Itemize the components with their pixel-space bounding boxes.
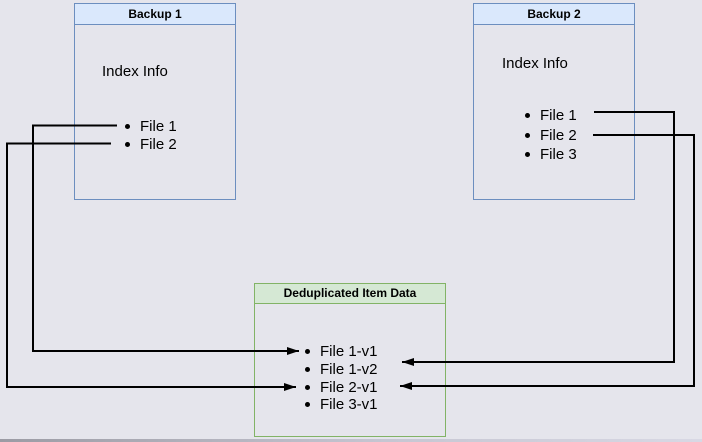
dedup-item-label: File 1-v2 bbox=[320, 361, 378, 379]
backup1-title: Backup 1 bbox=[75, 4, 235, 25]
backup1-file-label: File 2 bbox=[140, 135, 177, 153]
dedup-item-label: File 2-v1 bbox=[320, 378, 378, 396]
backup2-file-label: File 2 bbox=[540, 126, 577, 144]
backup1-index-info-label: Index Info bbox=[102, 63, 168, 80]
backup2-index-info-label: Index Info bbox=[502, 55, 568, 72]
backup2-file-list: File 1 File 2 File 3 bbox=[525, 106, 577, 165]
dedup-item-list: File 1-v1 File 1-v2 File 2-v1 File 3-v1 bbox=[305, 343, 378, 414]
dedup-box: Deduplicated Item Data File 1-v1 File 1-… bbox=[254, 283, 446, 437]
bullet-icon bbox=[525, 132, 530, 138]
backup2-file-item: File 2 bbox=[525, 126, 577, 146]
backup2-title: Backup 2 bbox=[474, 4, 634, 25]
window-bottom-edge bbox=[0, 439, 702, 442]
dedup-item: File 1-v1 bbox=[305, 343, 378, 361]
bullet-icon bbox=[305, 384, 310, 390]
dedup-item-label: File 3-v1 bbox=[320, 396, 378, 414]
backup1-box: Backup 1 Index Info File 1 File 2 bbox=[74, 3, 236, 200]
bullet-icon bbox=[525, 113, 530, 119]
backup2-box: Backup 2 Index Info File 1 File 2 File 3 bbox=[473, 3, 635, 200]
bullet-icon bbox=[125, 123, 130, 129]
bullet-icon bbox=[525, 152, 530, 158]
backup1-file-item: File 1 bbox=[125, 117, 177, 135]
dedup-item: File 2-v1 bbox=[305, 378, 378, 396]
backup2-file-label: File 1 bbox=[540, 107, 577, 125]
backup2-file-item: File 3 bbox=[525, 145, 577, 165]
dedup-item: File 3-v1 bbox=[305, 396, 378, 414]
dedup-item-label: File 1-v1 bbox=[320, 343, 378, 361]
bullet-icon bbox=[125, 141, 130, 147]
dedup-item: File 1-v2 bbox=[305, 361, 378, 379]
bullet-icon bbox=[305, 349, 310, 355]
dedup-title: Deduplicated Item Data bbox=[255, 284, 445, 304]
backup1-file-item: File 2 bbox=[125, 135, 177, 153]
bullet-icon bbox=[305, 367, 310, 373]
bullet-icon bbox=[305, 402, 310, 408]
backup2-file-item: File 1 bbox=[525, 106, 577, 126]
backup2-file-label: File 3 bbox=[540, 146, 577, 164]
backup1-file-list: File 1 File 2 bbox=[125, 117, 177, 153]
backup1-file-label: File 1 bbox=[140, 117, 177, 135]
